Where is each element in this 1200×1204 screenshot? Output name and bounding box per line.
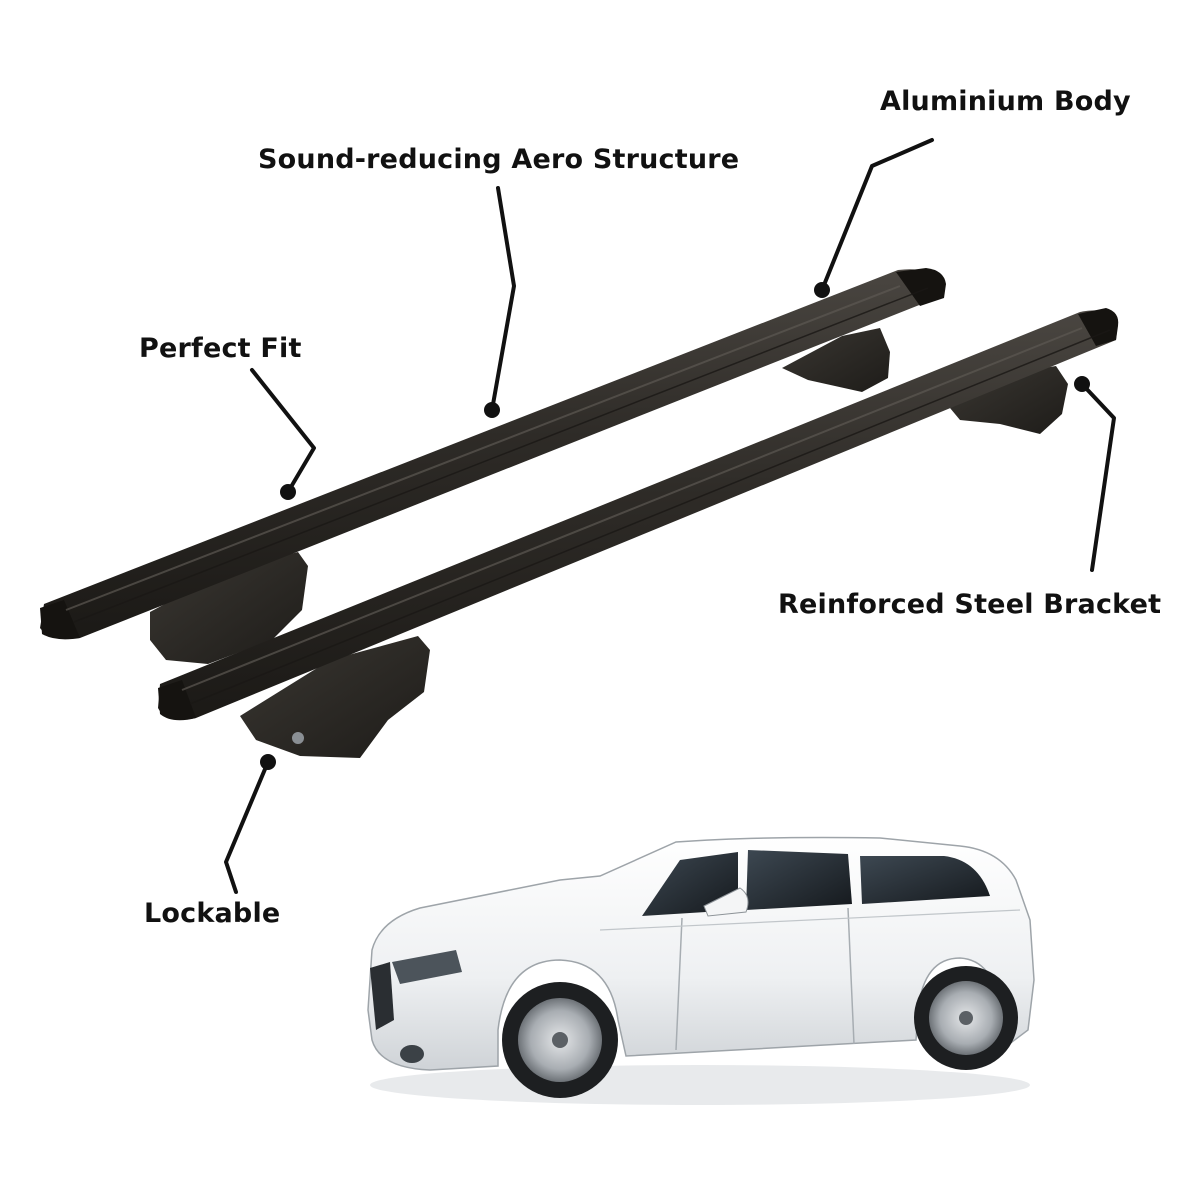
callout-lines bbox=[224, 138, 1116, 894]
rear-bar-right-foot bbox=[782, 328, 890, 392]
rear-bar-end-cap-left bbox=[40, 600, 80, 640]
aluminium-body-leader bbox=[820, 138, 934, 292]
car-mirror bbox=[703, 887, 749, 917]
rear-bar-end-cap bbox=[896, 268, 946, 306]
aero-structure-dot bbox=[484, 402, 500, 418]
car-rear-wheel bbox=[914, 966, 1018, 1070]
car-headlight bbox=[392, 950, 462, 984]
rear-roof-bar bbox=[40, 268, 946, 664]
lockable-dot bbox=[260, 754, 276, 770]
front-bar-left-foot bbox=[240, 636, 430, 758]
white-hatchback-car bbox=[367, 836, 1035, 1105]
lockable-label: Lockable bbox=[144, 898, 281, 929]
perfect-fit-label: Perfect Fit bbox=[139, 333, 302, 364]
aero-structure-leader bbox=[490, 186, 516, 412]
car-side-window-front bbox=[642, 852, 738, 916]
aluminium-body-label: Aluminium Body bbox=[880, 86, 1131, 117]
front-roof-bar bbox=[158, 308, 1119, 758]
perfect-fit-leader bbox=[250, 368, 316, 494]
perfect-fit-dot bbox=[280, 484, 296, 500]
car-front-wheel bbox=[502, 982, 618, 1098]
front-bar-end-cap bbox=[1078, 308, 1119, 346]
car-side-window-rear bbox=[746, 850, 852, 910]
front-bar-end-cap-left bbox=[158, 680, 196, 721]
car-rear-window bbox=[860, 856, 990, 904]
bracket-dot bbox=[1074, 376, 1090, 392]
callout-dots bbox=[260, 282, 1090, 770]
reinforced-bracket-label: Reinforced Steel Bracket bbox=[778, 589, 1162, 620]
aluminium-body-dot bbox=[814, 282, 830, 298]
rear-bar-left-foot bbox=[150, 552, 308, 664]
lock-cylinder-icon bbox=[290, 730, 306, 746]
lockable-leader bbox=[224, 760, 270, 894]
car-grille bbox=[370, 962, 394, 1030]
front-bar-right-foot bbox=[950, 366, 1068, 434]
bracket-leader bbox=[1080, 382, 1116, 572]
aero-structure-label: Sound-reducing Aero Structure bbox=[258, 144, 740, 175]
front-bar-body bbox=[158, 310, 1118, 720]
